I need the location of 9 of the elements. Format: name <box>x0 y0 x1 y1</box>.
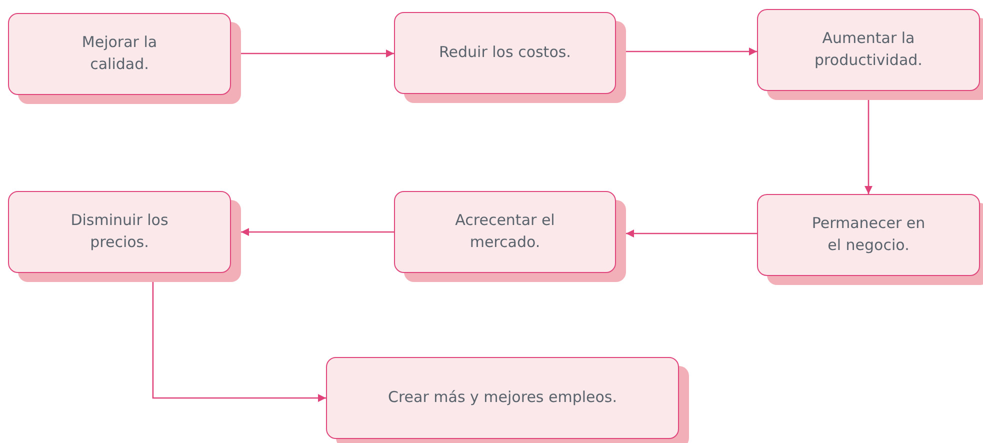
box-label: Reduir los costos. <box>439 42 571 64</box>
box-label: Acrecentar el mercado. <box>455 210 555 253</box>
arrow <box>626 230 757 238</box>
box-label: Permanecer en el negocio. <box>810 213 926 256</box>
box-label: Disminuir los precios. <box>70 210 170 253</box>
box-label: Aumentar la productividad. <box>814 28 924 71</box>
arrow <box>241 228 394 236</box>
box-label: Crear más y mejores empleos. <box>388 387 618 408</box>
box-label: Mejorar la calidad. <box>80 32 158 75</box>
